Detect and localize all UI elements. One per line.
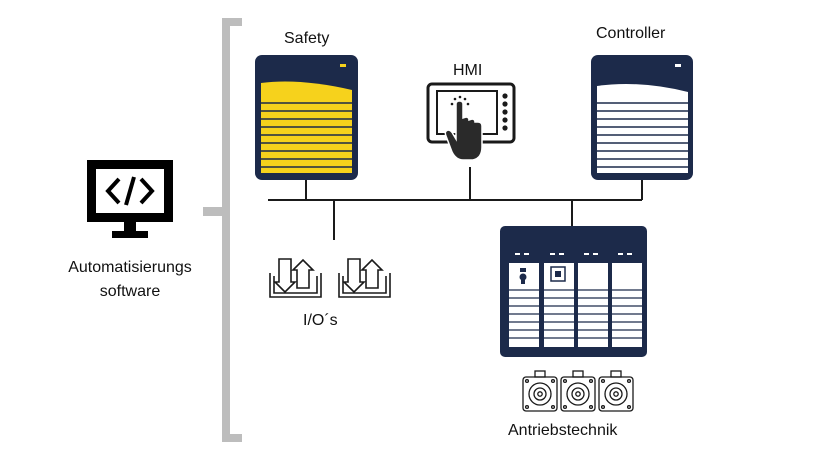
touch-panel-icon: [426, 82, 516, 161]
drives-label: Antriebstechnik: [508, 422, 618, 439]
servo-motor-icon: [522, 370, 558, 412]
servo-motor-icon: [598, 370, 634, 412]
controller-label: Controller: [596, 25, 666, 42]
system-bracket: [203, 18, 242, 442]
software-label-line2: software: [99, 283, 161, 300]
hmi-label: HMI: [453, 62, 483, 79]
safety-controller-icon: [255, 55, 358, 180]
servo-drive-icon: [500, 226, 647, 357]
io-module-icon: [269, 258, 322, 298]
io-label: I/O´s: [303, 312, 338, 329]
io-module-icon: [338, 258, 391, 298]
software-label-line1: Automatisierungs: [68, 259, 192, 276]
bus-lines: [268, 167, 643, 240]
servo-motor-icon: [560, 370, 596, 412]
code-monitor-icon: [87, 160, 173, 238]
plc-controller-icon: [591, 55, 693, 180]
safety-label: Safety: [284, 30, 330, 47]
